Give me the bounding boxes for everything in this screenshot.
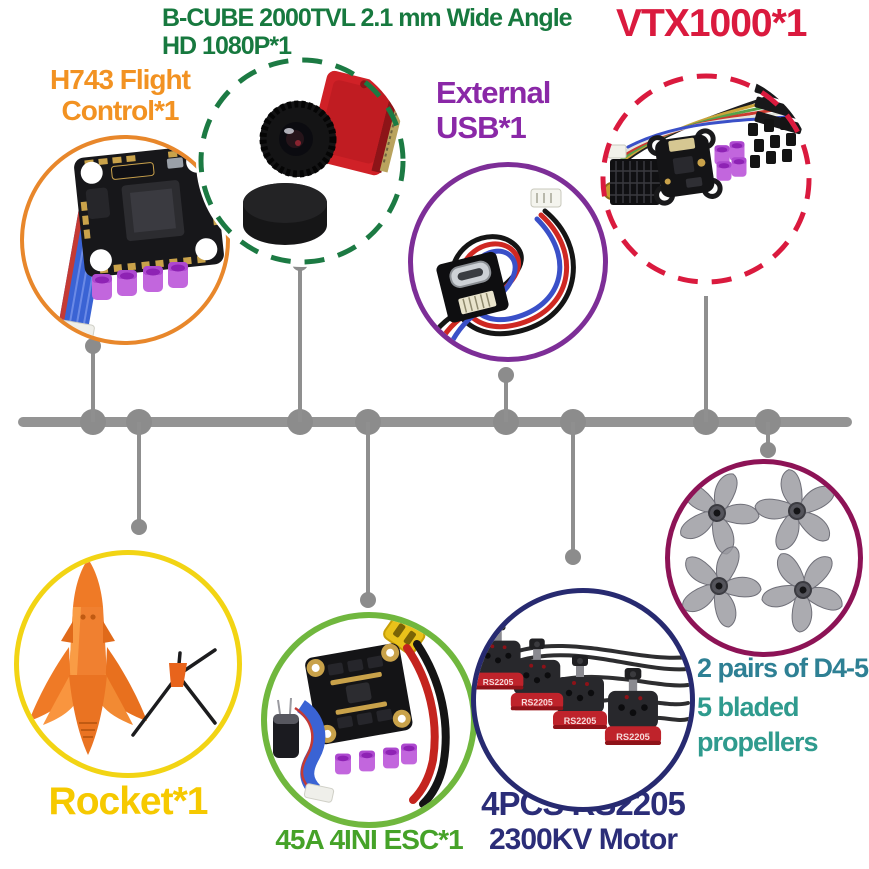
connector-line-rocket xyxy=(137,422,141,527)
connector-dot xyxy=(85,338,101,354)
connector-line-flight-control xyxy=(91,346,95,422)
usb-label: External USB*1 xyxy=(436,75,551,145)
propellers-circle xyxy=(665,459,863,657)
vtx-board-photo xyxy=(600,71,812,285)
flight-control-label-line1: H743 Flight xyxy=(50,64,191,95)
rocket-toy-photo xyxy=(29,559,217,755)
motors-photo xyxy=(476,620,690,745)
usb-circle xyxy=(408,162,608,362)
propellers-label-line1: 2 pairs of D4-5 xyxy=(697,653,869,683)
connector-line-motor xyxy=(571,422,575,557)
esc-label: 45A 4INI ESC*1 xyxy=(275,824,463,855)
camera-label-line2: HD 1080P*1 xyxy=(162,32,292,60)
vtx-circle xyxy=(598,71,814,287)
camera-label-line1: B-CUBE 2000TVL 2.1 mm Wide Angle xyxy=(162,4,573,32)
motor-circle xyxy=(471,588,695,812)
connector-dot xyxy=(360,592,376,608)
propellers-label-line2: 5 bladed xyxy=(697,692,800,722)
flight-control-label-line2: Control*1 xyxy=(61,95,180,127)
camera-circle xyxy=(196,55,408,267)
connector-dot xyxy=(565,549,581,565)
fpv-camera-photo xyxy=(198,57,407,265)
usb-adapter-photo xyxy=(430,188,576,350)
timeline-bar xyxy=(18,417,852,427)
usb-label-line2: USB*1 xyxy=(436,109,527,145)
flight-controller-photo xyxy=(48,145,224,341)
vtx-label: VTX1000*1 xyxy=(616,2,807,45)
connector-dot xyxy=(131,519,147,535)
rocket-circle xyxy=(14,550,242,778)
connector-dot xyxy=(498,367,514,383)
connector-line-esc xyxy=(366,422,370,600)
camera-label: B-CUBE 2000TVL 2.1 mm Wide Angle HD 1080… xyxy=(162,4,573,60)
rocket-label: Rocket*1 xyxy=(48,780,209,823)
esc-board-photo xyxy=(273,618,450,808)
connector-line-propellers xyxy=(766,422,770,450)
esc-circle xyxy=(261,612,477,828)
connector-line-camera xyxy=(298,263,302,422)
motor-label-line2: 2300KV Motor xyxy=(488,822,678,856)
propellers-photo xyxy=(670,464,858,652)
connector-dot xyxy=(760,442,776,458)
propellers-label-line3: propellers xyxy=(697,727,819,757)
connector-line-usb xyxy=(504,375,508,422)
usb-label-line1: External xyxy=(436,75,551,110)
flight-control-label: H743 Flight Control*1 xyxy=(8,64,232,127)
connector-line-vtx xyxy=(704,296,708,422)
flight-control-circle xyxy=(20,135,230,345)
